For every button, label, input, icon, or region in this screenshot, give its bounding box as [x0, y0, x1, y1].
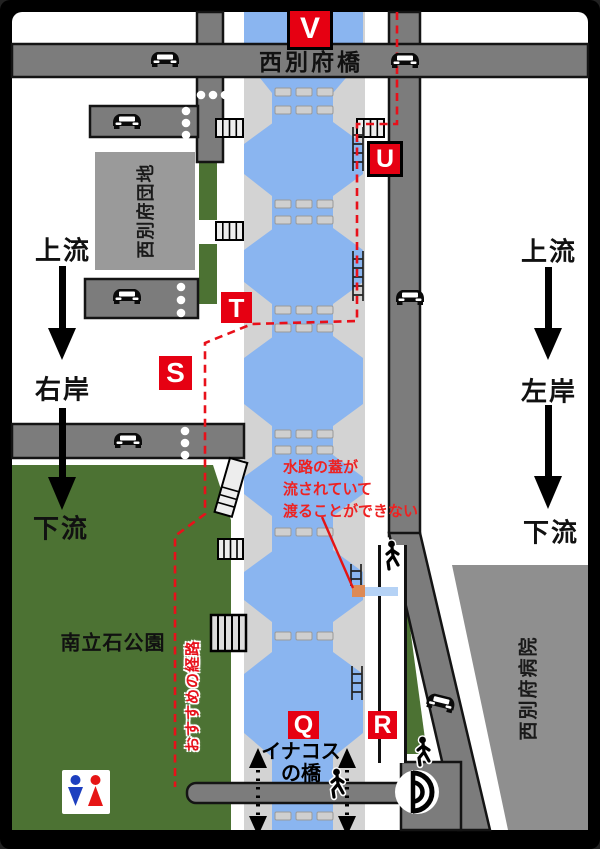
stairs-icon [215, 221, 244, 241]
road-right-diagonal [387, 531, 492, 832]
recommended-route-label: おすすめの経路 [184, 639, 202, 753]
inakosu-bridge-label-line1: イナコス [261, 741, 341, 763]
housing-complex-label: 西別府団地 [136, 163, 156, 259]
stepping-stones [274, 87, 334, 821]
right-downstream-label: 下流 [522, 517, 580, 548]
hospital-label: 西別府病院 [518, 635, 540, 741]
note-line1: 水路の蓋が [283, 459, 359, 476]
bank-grass-strip [199, 244, 217, 304]
dotted-passage-arrows [249, 748, 356, 836]
bank-grass-strip [199, 162, 217, 220]
stairs-icon [217, 538, 244, 560]
note-line2: 流されていて [283, 481, 373, 498]
gap-orange-mark [352, 585, 365, 597]
right-bank-label: 右岸 [34, 374, 92, 405]
recommended-route-dashed-line [173, 12, 399, 787]
flow-arrows [48, 266, 562, 510]
river-water [244, 12, 363, 830]
stairs-icon [215, 118, 244, 138]
marker-s[interactable]: S [159, 356, 192, 390]
stairs-icon [209, 613, 248, 653]
left-upstream-label: 上流 [34, 235, 92, 266]
left-bank-label: 左岸 [520, 376, 578, 407]
note-line3: 渡ることができない [283, 503, 419, 520]
marker-u[interactable]: U [367, 141, 403, 177]
housing-complex-block [95, 152, 195, 270]
inakosu-bridge-label-line2: の橋 [280, 763, 321, 785]
marker-r[interactable]: R [368, 711, 397, 739]
spiral-ramp-icon [395, 770, 439, 814]
stairs-ramp-icon [213, 456, 249, 519]
restroom-icon [62, 770, 110, 814]
washed-channel-note: 水路の蓋が 流されていて 渡ることができない [283, 457, 418, 523]
bridge-name-label: 西別府橋 [259, 49, 363, 75]
left-downstream-label: 下流 [32, 513, 90, 544]
marker-q[interactable]: Q [288, 711, 319, 739]
annotation-pointer-line [320, 516, 355, 589]
hospital-block [452, 565, 588, 830]
marker-t[interactable]: T [221, 292, 252, 323]
washed-channel [365, 587, 398, 596]
road-upper-left [88, 104, 200, 139]
crosswalk-dots [176, 90, 230, 460]
inakosu-bridge-label: イナコス の橋 [261, 741, 341, 785]
marker-v[interactable]: V [287, 8, 333, 50]
road-top-left-vertical [195, 10, 225, 164]
right-upstream-label: 上流 [520, 236, 578, 267]
park-label: 南立石公園 [60, 632, 166, 655]
